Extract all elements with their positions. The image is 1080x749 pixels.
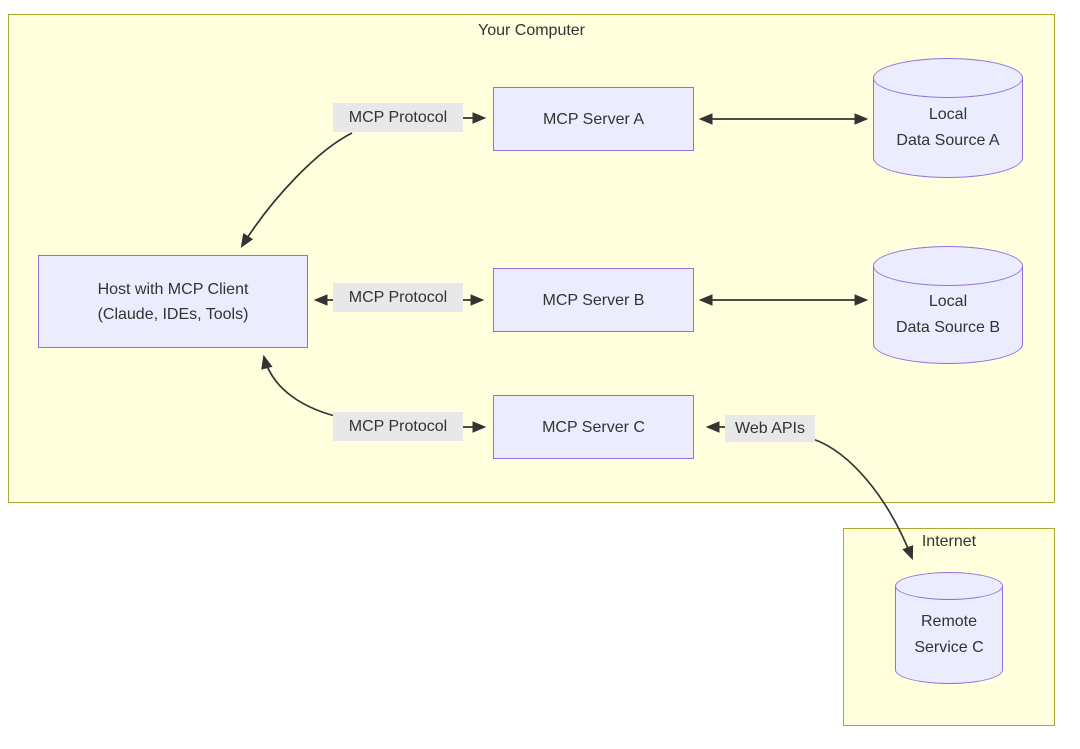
host-node: Host with MCP Client (Claude, IDEs, Tool… <box>38 255 308 348</box>
cylinder-top <box>873 58 1023 98</box>
mcp-server-a-node: MCP Server A <box>493 87 694 151</box>
cylinder-body <box>873 78 1023 178</box>
mcp-server-a-label: MCP Server A <box>542 110 645 128</box>
remote-service-c-label-line2: Service C <box>914 639 984 656</box>
edge-label-mcp-protocol-a: MCP Protocol <box>333 103 463 132</box>
edge-label-c-to-host <box>261 354 349 420</box>
your-computer-title: Your Computer <box>477 22 586 39</box>
edge-label-web-apis: Web APIs <box>725 415 815 442</box>
data-source-a-label-line2: Data Source A <box>896 132 1000 149</box>
internet-title: Internet <box>921 533 977 550</box>
local-data-source-b-node: Local Data Source B <box>873 246 1023 364</box>
cylinder-top <box>873 246 1023 286</box>
cylinder-top <box>895 572 1003 600</box>
edge-label-mcp-protocol-b: MCP Protocol <box>333 283 463 312</box>
edge-webapis-to-remote-c <box>812 438 914 561</box>
mcp-server-b-node: MCP Server B <box>493 268 694 332</box>
mcp-server-c-node: MCP Server C <box>493 395 694 459</box>
data-source-a-label-line1: Local <box>928 106 968 123</box>
edge-label-mcp-protocol-c: MCP Protocol <box>333 412 463 441</box>
data-source-b-label-line1: Local <box>928 293 968 310</box>
local-data-source-a-node: Local Data Source A <box>873 58 1023 178</box>
mcp-server-c-label: MCP Server C <box>542 418 645 436</box>
data-source-b-label-line2: Data Source B <box>895 319 1001 336</box>
cylinder-body <box>895 586 1003 684</box>
edge-host-to-label-a <box>240 132 353 248</box>
host-node-label-line1: Host with MCP Client <box>97 280 249 298</box>
remote-service-c-node: Remote Service C <box>895 572 1003 684</box>
host-node-label-line2: (Claude, IDEs, Tools) <box>97 305 249 323</box>
remote-service-c-label-line1: Remote <box>920 613 978 630</box>
mcp-server-b-label: MCP Server B <box>542 291 645 309</box>
